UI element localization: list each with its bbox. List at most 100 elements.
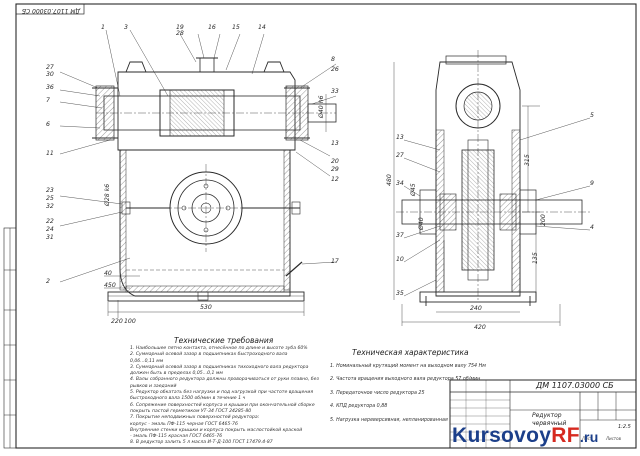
tech-requirement-item: рывков и заеданий <box>130 383 177 389</box>
callout: 25 <box>46 195 54 202</box>
tech-characteristics-title: Техническая характеристика <box>352 348 469 357</box>
dimension-label: 315 <box>524 154 531 166</box>
dimension-label: 100 <box>124 318 136 325</box>
callout: 26 <box>331 66 339 73</box>
side-dimensions <box>393 62 561 326</box>
callout: 5 <box>590 112 594 119</box>
tech-characteristics-list: 1. Номинальный крутящий момент на выходн… <box>330 360 486 427</box>
tech-requirement-item: корпус - эмаль ПФ-115 черная ГОСТ 6465-7… <box>130 421 238 427</box>
side-housing <box>435 61 521 297</box>
tech-characteristic-item: 5. Нагрузка нереверсивная, непланированн… <box>330 417 448 423</box>
tech-requirement-item: 5. Редуктор обкатать без нагрузки и под … <box>130 390 314 396</box>
callout: 36 <box>46 84 54 91</box>
tech-requirements-list: 1. Наибольшее пятно контакта, отнесённое… <box>130 346 319 447</box>
tech-characteristic-item: 4. КПД редуктора 0,88 <box>330 404 388 410</box>
dimension-label: Ø40 <box>418 217 425 230</box>
callout: 6 <box>46 121 50 128</box>
tech-requirement-item: - эмаль ПФ-115 красная ГОСТ 6465-76 <box>130 434 223 440</box>
callout: 31 <box>46 234 54 241</box>
tech-requirement-item: 3. Суммарный осевой зазор в подшипниках … <box>130 364 309 370</box>
callout: 34 <box>396 180 404 187</box>
dimension-label: 220 <box>111 318 123 325</box>
front-view <box>92 57 337 302</box>
watermark-part2: RF <box>551 424 580 447</box>
drawing-name-line2: червячный <box>532 420 567 427</box>
callout: 28 <box>176 30 184 37</box>
side-leaders <box>403 117 591 297</box>
base-flange <box>107 291 305 302</box>
callout: 35 <box>396 290 404 297</box>
callout: 14 <box>258 24 266 31</box>
dimension-label: 40 <box>104 270 112 277</box>
callout: 27 <box>46 64 54 71</box>
tech-requirement-item: быстроходного вала 1500 об/мин в течение… <box>130 396 246 402</box>
tech-requirement-item: 2. Суммарный осевой зазор в подшипниках … <box>130 352 288 358</box>
callout: 11 <box>46 150 54 157</box>
callout: 8 <box>331 56 335 63</box>
title-block <box>449 379 637 449</box>
watermark-part3: .ru <box>579 429 599 445</box>
sheet-frame <box>15 3 637 449</box>
tech-requirement-item: 1. Наибольшее пятно контакта, отнесённое… <box>130 346 308 351</box>
callout: 37 <box>396 232 404 239</box>
dimension-label: Ø28 k6 <box>104 183 111 206</box>
dimension-label: 200 <box>540 214 547 226</box>
watermark: KursovoyRF.ru <box>452 424 599 448</box>
callout: 17 <box>331 258 339 265</box>
tech-requirements-title: Технические требования <box>174 336 274 345</box>
dimension-label: Ø40 h6 <box>318 95 325 118</box>
drawing-code: ДМ 1107.03000 СБ <box>536 381 614 390</box>
sheet-label: Лист <box>582 436 593 441</box>
callout: 23 <box>46 187 54 194</box>
tech-characteristic-item: 2. Частота вращения выходного вала редук… <box>330 377 481 383</box>
callout: 29 <box>331 166 339 173</box>
dimension-label: Ø45 <box>410 183 417 196</box>
callout: 16 <box>208 24 216 31</box>
dimension-label: 450 <box>104 282 116 289</box>
callout: 33 <box>331 88 339 95</box>
tech-characteristic-item: 1. Номинальный крутящий момент на выходн… <box>330 364 486 369</box>
tech-requirement-item: 7. Покрытие неподвижных поверхностей ред… <box>130 415 260 421</box>
dimension-label: 240 <box>470 305 482 312</box>
drawing-name-line1: Редуктор <box>532 412 562 419</box>
callout: 24 <box>46 226 54 233</box>
tech-characteristic-item: 3. Передаточное число редуктора 25 <box>330 390 425 396</box>
sheets-label: Листов <box>606 436 621 441</box>
dimension-label: 530 <box>200 304 212 311</box>
tech-requirement-item: Внутренние стенки крышки и корпуса покры… <box>130 427 303 433</box>
front-dimensions <box>104 94 327 318</box>
rotated-drawing-code: ДМ 1107.03000 СБ <box>21 7 81 14</box>
tech-requirement-item: 8. В редуктор залить 5 л масла И-Т-Д-100… <box>130 440 273 446</box>
tech-requirement-item: покрыть пастой герметиком УТ-34 ГОСТ 242… <box>130 408 252 414</box>
tech-requirement-item: должен быть в пределах 0,05...0,1 мм <box>130 371 223 377</box>
scale-value: 1:2.5 <box>618 424 631 430</box>
callout: 1 <box>101 24 105 31</box>
callout: 7 <box>46 97 50 104</box>
callout: 12 <box>331 176 339 183</box>
dimension-label: 135 <box>532 252 539 264</box>
callout: 3 <box>124 24 128 31</box>
callout: 13 <box>396 134 404 141</box>
front-leaders <box>59 29 337 283</box>
callout: 13 <box>331 140 339 147</box>
watermark-part1: Kursovoy <box>452 424 552 447</box>
tech-requirement-item: 6. Сопряжение поверхностей корпуса и кры… <box>130 402 315 408</box>
tech-requirement-item: 4. Валы собранного редуктора должны пров… <box>130 377 319 383</box>
dimension-label: 420 <box>474 324 486 331</box>
callout: 9 <box>590 180 594 187</box>
callout: 15 <box>232 24 240 31</box>
callout: 22 <box>46 218 54 225</box>
callout: 2 <box>46 278 50 285</box>
callout: 27 <box>396 152 404 159</box>
callout: 19 <box>176 24 184 31</box>
side-view <box>396 50 590 306</box>
callout: 30 <box>46 71 54 78</box>
tech-requirement-item: 0,06...0,11 мм <box>130 358 164 364</box>
callout: 10 <box>396 256 404 263</box>
callout: 20 <box>331 158 339 165</box>
callout: 32 <box>46 203 54 210</box>
callout: 4 <box>590 224 594 231</box>
dimension-label: 480 <box>386 174 393 186</box>
